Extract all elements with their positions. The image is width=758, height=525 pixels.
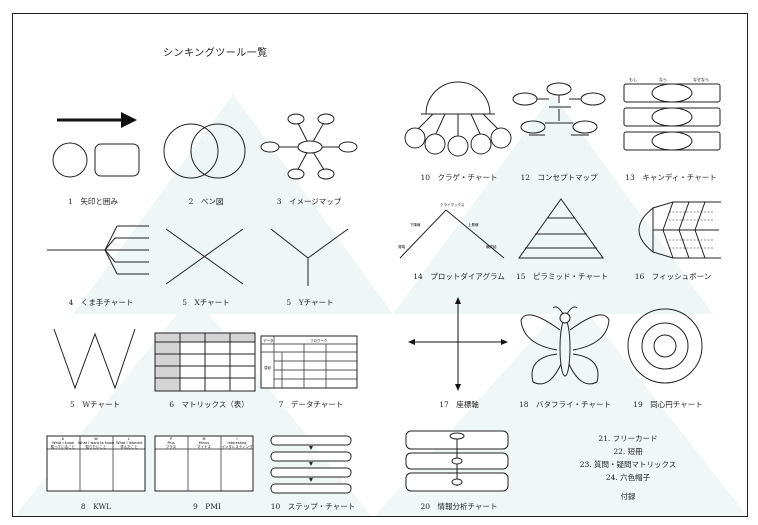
caption-pmi: 9 PMI (193, 501, 221, 512)
candy-chart-diagram: もし なら なぜなら (621, 76, 725, 158)
appendix-item-six-hats: 24. 六色帽子 (553, 471, 703, 484)
caption-bear-paw: 4 くま手チャート (69, 297, 134, 308)
caption-pyramid: 15 ピラミッド・チャート (516, 271, 608, 282)
pmi-m-ja: マイナス (197, 444, 211, 449)
fishbone-diagram (623, 198, 727, 262)
caption-concentric-circle: 19 同心円チャート (633, 399, 702, 410)
caption-matrix: 6 マトリックス（表） (169, 399, 249, 410)
caption-jellyfish: 10 クラゲ・チャート (421, 172, 498, 183)
arrow-and-enclosure-diagram (45, 106, 145, 181)
information-analysis-diagram (402, 428, 516, 498)
x-chart-diagram (163, 226, 253, 288)
page-title: シンキングツール一覧 (163, 44, 268, 59)
caption-x-chart: 5 Xチャート (182, 297, 230, 308)
y-chart-diagram (268, 226, 353, 288)
caption-w-chart: 5 Wチャート (70, 399, 120, 410)
concentric-circle-diagram (625, 306, 709, 388)
plot-diagram: クライマックス 下降線 発端 上昇線 最終結 (396, 200, 508, 264)
data-chart-side-label: 項目 (264, 365, 271, 370)
butterfly-chart-diagram (519, 302, 611, 392)
plot-left-mid-label: 下降線 (410, 222, 421, 227)
coordinate-axes-diagram (406, 296, 510, 392)
plot-right-end-label: 最終結 (486, 244, 497, 249)
appendix-label: 付録 (553, 490, 703, 503)
plot-right-mid-label: 上昇線 (468, 222, 479, 227)
candy-because-label: なぜなら (693, 76, 709, 82)
kwl-w-ja: 知りたいこと (86, 444, 107, 449)
caption-fishbone: 16 フィッシュボーン (635, 271, 712, 282)
candy-if-label: もし (629, 77, 637, 82)
appendix-item-free-card: 21. フリーカード (553, 432, 703, 445)
concept-map-diagram (509, 79, 609, 151)
kwl-k-ja: 知っていること (51, 444, 75, 449)
appendix-item-strip: 22. 短冊 (553, 445, 703, 458)
kwl-l-ja: 学んだこと (120, 444, 138, 449)
data-chart-diagram: データ フロワーク 項目 (260, 335, 360, 391)
caption-step-chart: 10 ステップ・チャート (271, 501, 355, 512)
pyramid-chart-diagram (515, 196, 610, 264)
caption-kwl: 8 KWL (81, 501, 111, 512)
caption-venn: 2 ベン図 (189, 196, 224, 207)
jellyfish-chart-diagram (401, 76, 513, 158)
data-chart-top-label: フロワーク (310, 338, 328, 343)
tool-sheet: シンキングツール一覧 1 矢印と囲み 2 ベン図 3 イメージマップ (12, 13, 748, 517)
pmi-p-ja: プラス (166, 444, 177, 449)
bear-paw-chart-diagram (45, 222, 155, 282)
data-chart-corner-label: データ (263, 338, 274, 343)
plot-left-low-label: 発端 (398, 244, 406, 249)
w-chart-diagram (51, 326, 141, 391)
caption-information-analysis: 20 情報分析チャート (421, 501, 498, 512)
caption-candy-chart: 13 キャンディ・チャート (625, 172, 716, 183)
step-chart-diagram (268, 434, 358, 494)
caption-image-map: 3 イメージマップ (277, 196, 342, 207)
appendix-list: 21. フリーカード 22. 短冊 23. 質問・疑問マトリックス 24. 六色… (553, 432, 703, 503)
plot-peak-label: クライマックス (440, 202, 465, 207)
appendix-item-question-matrix: 23. 質問・疑問マトリックス (553, 458, 703, 471)
caption-y-chart: 5 Yチャート (286, 297, 333, 308)
image-map-diagram (258, 109, 358, 184)
pmi-chart-diagram: P Plus プラス M Minus マイナス I Interesting イン… (154, 435, 256, 493)
caption-butterfly: 18 バタフライ・チャート (519, 399, 611, 410)
kwl-chart-diagram: K What I know 知っていること W What I want to k… (46, 435, 148, 493)
venn-diagram (158, 119, 253, 189)
caption-concept-map: 12 コンセプトマップ (520, 172, 597, 183)
caption-arrow-enclosure: 1 矢印と囲み (68, 196, 118, 207)
candy-then-label: なら (659, 76, 667, 82)
caption-coordinate-axes: 17 座標軸 (439, 399, 479, 410)
pmi-i-ja: インタレスティング (221, 444, 253, 449)
caption-data-chart: 7 データチャート (279, 399, 344, 410)
matrix-table-diagram (154, 332, 259, 394)
caption-plot-diagram: 14 プロットダイアグラム (413, 271, 504, 282)
